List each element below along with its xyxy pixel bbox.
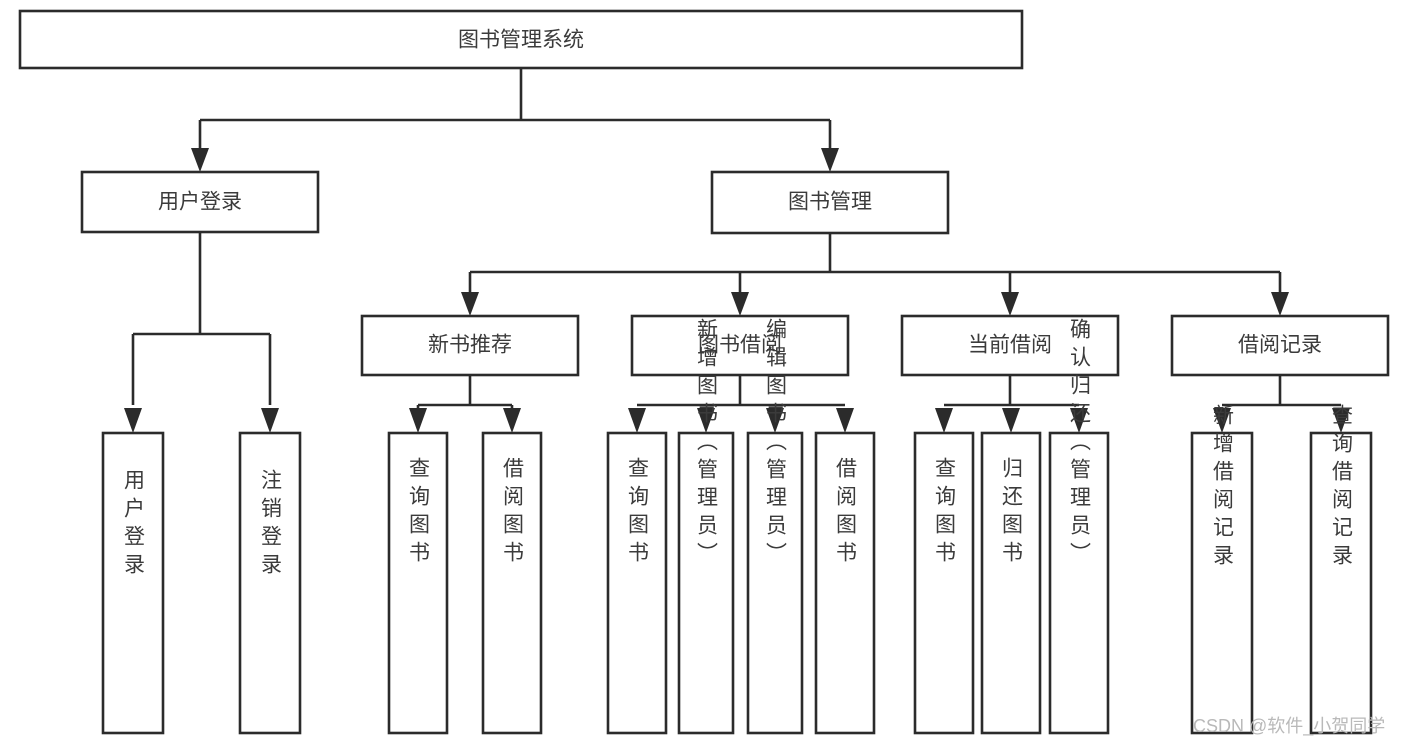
- arrow-head-leaf-query-book-2: [628, 408, 646, 433]
- node-leaf-logout-login[interactable]: 注销登录: [238, 431, 302, 735]
- node-borrow-record[interactable]: 借阅记录: [1170, 314, 1390, 377]
- arrow-head-leaf-query-book-3: [935, 408, 953, 433]
- arrow-head-leaf-add-book: [697, 408, 715, 433]
- node-leaf-edit-book[interactable]: 编辑图书（管理员）: [746, 318, 804, 735]
- node-leaf-user-login[interactable]: 用户登录: [101, 431, 165, 735]
- node-user-login-label: 用户登录: [158, 191, 242, 214]
- node-user-login[interactable]: 用户登录: [80, 170, 320, 234]
- node-new-book-recommend-box[interactable]: [360, 314, 580, 377]
- node-leaf-borrow-book-2-label: 借阅图书: [834, 457, 858, 569]
- arrow-head-book-borrow: [731, 292, 749, 316]
- node-leaf-confirm-return[interactable]: 确认归还（管理员）: [1048, 318, 1110, 735]
- node-leaf-confirm-return-box[interactable]: [1048, 431, 1110, 735]
- arrow-head-leaf-edit-book: [766, 408, 784, 433]
- node-root-label: 图书管理系统: [458, 29, 584, 52]
- node-leaf-edit-book-box[interactable]: [746, 431, 804, 735]
- node-leaf-query-book-3-box[interactable]: [913, 431, 975, 735]
- node-borrow-record-label: 借阅记录: [1238, 334, 1322, 357]
- connector-layer: [124, 68, 1350, 433]
- node-leaf-borrow-book-2-box[interactable]: [814, 431, 876, 735]
- node-leaf-add-record-box[interactable]: [1190, 431, 1254, 735]
- node-leaf-user-login-label: 用户登录: [122, 469, 146, 581]
- node-borrow-record-box[interactable]: [1170, 314, 1390, 377]
- node-leaf-add-book-box[interactable]: [677, 431, 735, 735]
- node-root[interactable]: 图书管理系统: [18, 9, 1024, 70]
- node-leaf-add-record-label: 新增借阅记录: [1211, 404, 1235, 572]
- node-leaf-add-book-label: 新增图书（管理员）: [695, 318, 719, 570]
- node-leaf-query-book-3[interactable]: 查询图书: [913, 431, 975, 735]
- node-leaf-add-record[interactable]: 新增借阅记录: [1190, 404, 1254, 735]
- arrow-head-leaf-user-login: [124, 408, 142, 433]
- node-new-book-recommend-label: 新书推荐: [428, 334, 512, 357]
- node-book-borrow[interactable]: 图书借阅: [630, 314, 850, 377]
- node-leaf-query-book-2-box[interactable]: [606, 431, 668, 735]
- arrow-head-leaf-query-record: [1332, 408, 1350, 433]
- node-leaf-query-book-1-box[interactable]: [387, 431, 449, 735]
- node-leaf-user-login-box[interactable]: [101, 431, 165, 735]
- node-user-login-box[interactable]: [80, 170, 320, 234]
- node-leaf-borrow-book-1-box[interactable]: [481, 431, 543, 735]
- node-leaf-query-book-1-label: 查询图书: [407, 457, 431, 569]
- node-root-box[interactable]: [18, 9, 1024, 70]
- node-leaf-borrow-book-1[interactable]: 借阅图书: [481, 431, 543, 735]
- csdn-watermark: CSDN @软件_小贺同学: [1193, 716, 1385, 737]
- arrow-head-user-login: [191, 148, 209, 172]
- node-book-manage[interactable]: 图书管理: [710, 170, 950, 235]
- node-current-borrow[interactable]: 当前借阅: [900, 314, 1120, 377]
- node-leaf-query-record[interactable]: 查询借阅记录: [1309, 404, 1373, 735]
- arrow-head-leaf-return-book: [1002, 408, 1020, 433]
- node-leaf-query-book-2-label: 查询图书: [626, 457, 650, 569]
- arrow-head-leaf-borrow-book-2: [836, 408, 854, 433]
- node-leaf-query-book-1[interactable]: 查询图书: [387, 431, 449, 735]
- node-leaf-return-book[interactable]: 归还图书: [980, 431, 1042, 735]
- arrow-head-leaf-query-book-1: [409, 408, 427, 433]
- node-book-manage-label: 图书管理: [788, 191, 872, 214]
- node-leaf-borrow-book-2[interactable]: 借阅图书: [814, 431, 876, 735]
- node-leaf-logout-login-label: 注销登录: [259, 469, 283, 581]
- node-book-manage-box[interactable]: [710, 170, 950, 235]
- node-leaf-return-book-label: 归还图书: [1000, 457, 1024, 569]
- node-book-borrow-label: 图书借阅: [698, 334, 782, 357]
- node-leaf-query-book-2[interactable]: 查询图书: [606, 431, 668, 735]
- arrow-head-current-borrow: [1001, 292, 1019, 316]
- node-leaf-confirm-return-label: 确认归还（管理员）: [1068, 318, 1092, 570]
- arrow-head-book-manage: [821, 148, 839, 172]
- arrow-head-leaf-logout-login: [261, 408, 279, 433]
- arrow-head-new-book-recommend: [461, 292, 479, 316]
- node-leaf-query-record-box[interactable]: [1309, 431, 1373, 735]
- node-leaf-query-record-label: 查询借阅记录: [1330, 404, 1354, 572]
- arrow-head-leaf-add-record: [1213, 408, 1231, 433]
- arrow-head-leaf-borrow-book-1: [503, 408, 521, 433]
- node-current-borrow-box[interactable]: [900, 314, 1120, 377]
- arrow-head-borrow-record: [1271, 292, 1289, 316]
- node-leaf-return-book-box[interactable]: [980, 431, 1042, 735]
- node-leaf-borrow-book-1-label: 借阅图书: [501, 457, 525, 569]
- node-book-borrow-box[interactable]: [630, 314, 850, 377]
- node-leaf-edit-book-label: 编辑图书（管理员）: [764, 318, 788, 570]
- node-leaf-add-book[interactable]: 新增图书（管理员）: [677, 318, 735, 735]
- node-new-book-recommend[interactable]: 新书推荐: [360, 314, 580, 377]
- node-leaf-logout-login-box[interactable]: [238, 431, 302, 735]
- node-leaf-query-book-3-label: 查询图书: [933, 457, 957, 569]
- arrow-head-leaf-confirm-return: [1070, 408, 1088, 433]
- node-current-borrow-label: 当前借阅: [968, 334, 1052, 357]
